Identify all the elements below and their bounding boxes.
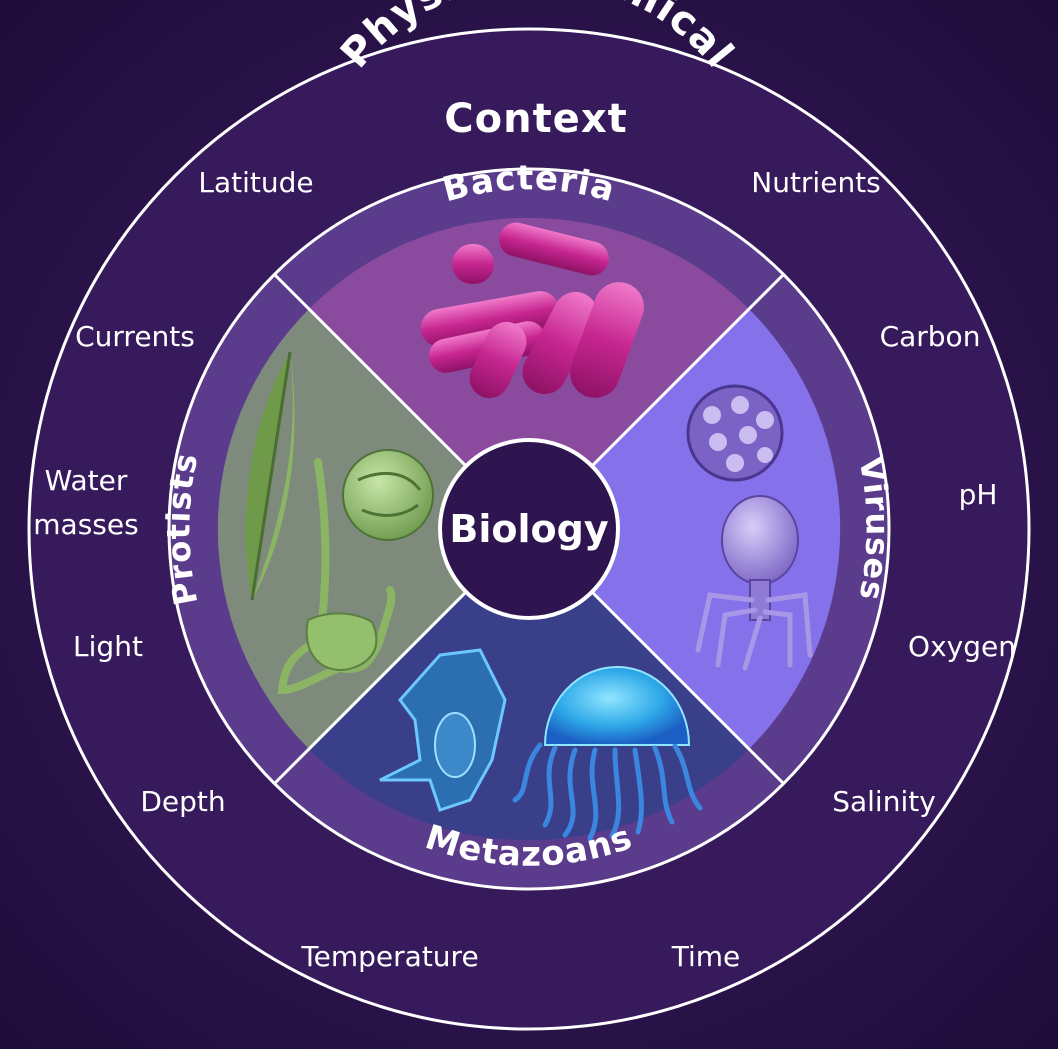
factor-salinity: Salinity (832, 785, 936, 818)
factor-water-masses-line2: masses (33, 508, 138, 541)
factor-water-masses-line1: Water (45, 464, 128, 497)
factor-carbon: Carbon (880, 320, 981, 353)
factor-time: Time (671, 940, 741, 973)
biology-label: Biology (449, 507, 608, 551)
factor-latitude: Latitude (198, 166, 313, 199)
factor-light: Light (73, 630, 143, 663)
factor-nutrients: Nutrients (751, 166, 881, 199)
context-title: Context (444, 96, 627, 142)
factor-currents: Currents (75, 320, 195, 353)
factor-temperature: Temperature (300, 940, 478, 973)
factor-oxygen: Oxygen (908, 630, 1016, 663)
factor-depth: Depth (140, 785, 225, 818)
factor-ph: pH (959, 478, 998, 511)
